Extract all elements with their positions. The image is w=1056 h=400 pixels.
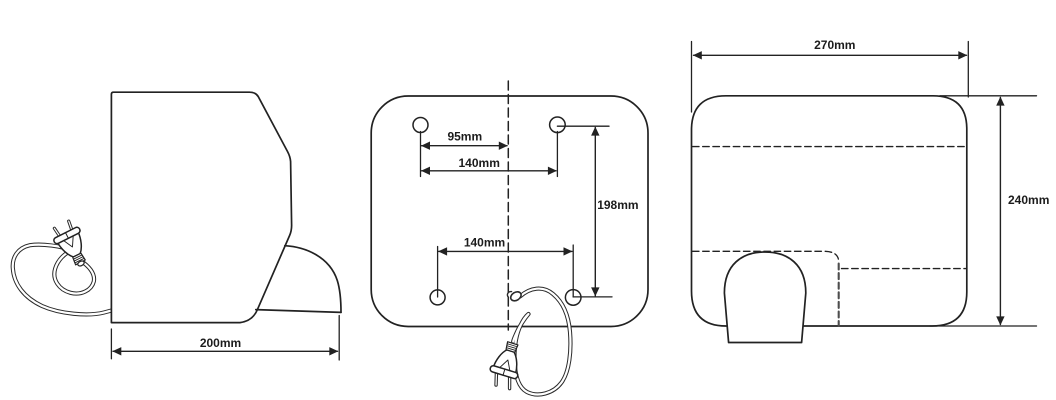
svg-text:140mm: 140mm <box>459 156 500 170</box>
svg-text:140mm: 140mm <box>464 236 505 250</box>
svg-text:240mm: 240mm <box>1008 193 1049 207</box>
svg-text:270mm: 270mm <box>814 38 855 52</box>
svg-text:200mm: 200mm <box>200 336 241 350</box>
svg-text:95mm: 95mm <box>447 129 482 143</box>
svg-text:198mm: 198mm <box>597 198 638 212</box>
